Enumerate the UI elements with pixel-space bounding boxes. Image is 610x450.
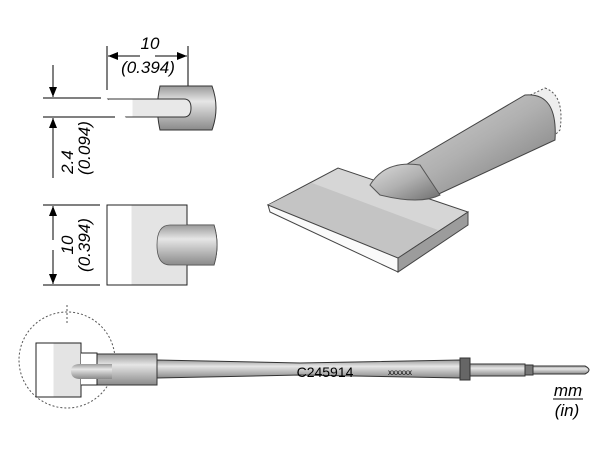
- width-in: (0.394): [75, 218, 94, 272]
- width-mm: 10: [58, 235, 77, 254]
- width-dimension: [43, 204, 100, 286]
- part-number: C245914: [297, 364, 354, 380]
- side-view: [106, 85, 217, 131]
- top-length-mm: 10: [141, 34, 160, 53]
- front-view: [106, 204, 218, 286]
- thickness-mm: 2.4: [58, 150, 77, 175]
- unit-primary: mm: [554, 381, 582, 400]
- unit-secondary: (in): [555, 401, 580, 420]
- top-length-in: (0.394): [121, 58, 175, 77]
- isometric-view: [266, 87, 562, 273]
- thickness-in: (0.094): [75, 121, 94, 175]
- full-tip-view: [18, 305, 590, 409]
- lot-code: xxxxxx: [388, 368, 412, 377]
- thickness-dimension: [43, 65, 115, 178]
- top-length-dimension: [106, 46, 189, 90]
